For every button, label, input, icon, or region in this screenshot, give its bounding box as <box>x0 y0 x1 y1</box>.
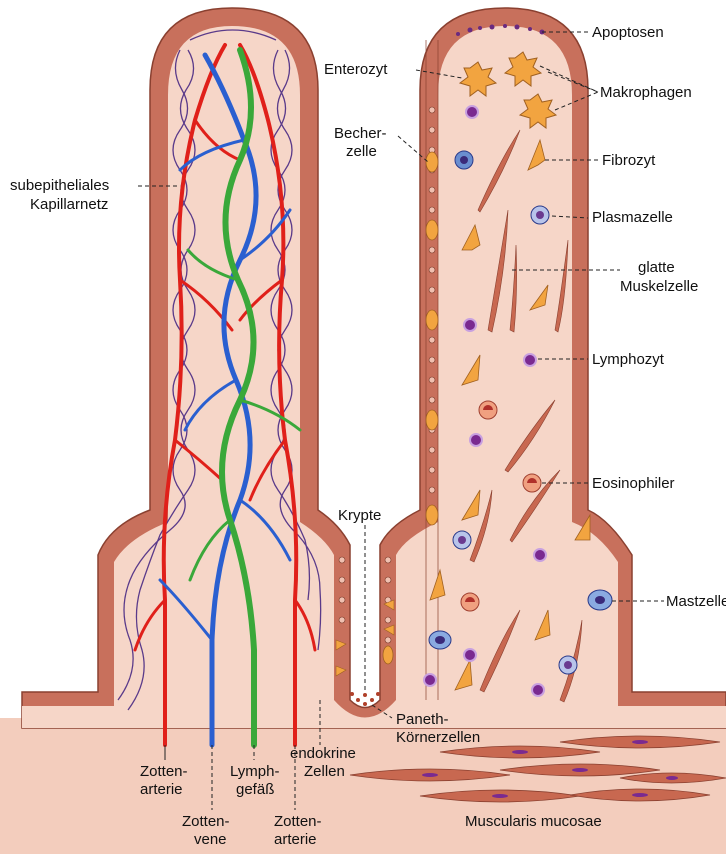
label-glatte-2: Muskelzelle <box>620 278 698 295</box>
label-zottenarterie-right-1: Zotten- <box>274 813 322 830</box>
label-paneth-1: Paneth- <box>396 711 449 728</box>
label-apoptosen: Apoptosen <box>592 24 664 41</box>
label-zottenarterie-left-1: Zotten- <box>140 763 188 780</box>
label-enterozyt: Enterozyt <box>324 61 388 78</box>
label-lymphgefaess-1: Lymph- <box>230 763 279 780</box>
label-endokrine-2: Zellen <box>304 763 345 780</box>
label-becherzelle-2: zelle <box>346 143 377 160</box>
label-mastzelle: Mastzelle <box>666 593 726 610</box>
label-plasmazelle: Plasmazelle <box>592 209 673 226</box>
label-lymphgefaess-2: gefäß <box>236 781 274 798</box>
label-endokrine-1: endokrine <box>290 745 356 762</box>
label-subepitheliales-1: subepitheliales <box>10 177 109 194</box>
label-zottenvene-1: Zotten- <box>182 813 230 830</box>
label-muscularis-mucosae: Muscularis mucosae <box>465 813 602 830</box>
label-zottenvene-2: vene <box>194 831 227 848</box>
label-makrophagen: Makrophagen <box>600 84 692 101</box>
label-fibrozyt: Fibrozyt <box>602 152 656 169</box>
label-eosinophiler: Eosinophiler <box>592 475 675 492</box>
label-zottenarterie-left-2: arterie <box>140 781 183 798</box>
label-zottenarterie-right-2: arterie <box>274 831 317 848</box>
label-krypte: Krypte <box>338 507 381 524</box>
label-lymphozyt: Lymphozyt <box>592 351 665 368</box>
label-glatte-1: glatte <box>638 259 675 276</box>
label-subepitheliales-2: Kapillarnetz <box>30 196 108 213</box>
label-becherzelle-1: Becher- <box>334 125 387 142</box>
label-paneth-2: Körnerzellen <box>396 729 480 746</box>
